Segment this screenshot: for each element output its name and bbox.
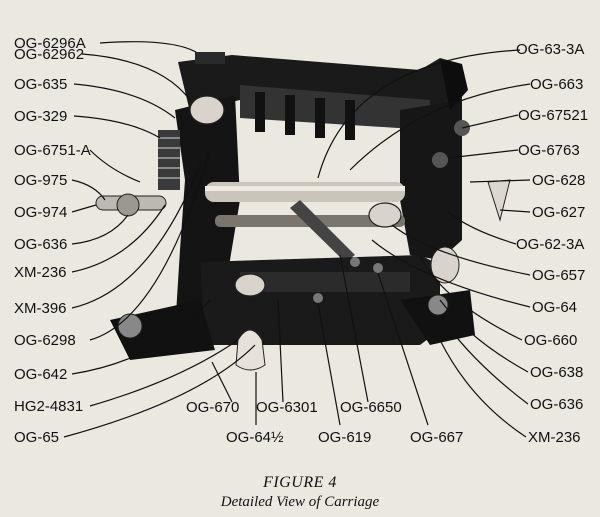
label-og-636-left: OG-636 <box>14 236 67 253</box>
carriage-illustration <box>95 52 511 371</box>
label-og-62962: OG-62962 <box>14 46 84 63</box>
label-og-6763: OG-6763 <box>518 142 580 159</box>
label-og-329: OG-329 <box>14 108 67 125</box>
label-og-635: OG-635 <box>14 76 67 93</box>
label-og-638: OG-638 <box>530 364 583 381</box>
label-og-64: OG-64 <box>532 299 577 316</box>
part-labels: OG-6296A OG-62962 OG-635 OG-329 OG-6751-… <box>14 35 588 446</box>
label-og-974: OG-974 <box>14 204 67 221</box>
label-og-65: OG-65 <box>14 429 59 446</box>
label-og-6296a: OG-6296A <box>14 35 86 52</box>
label-og-657: OG-657 <box>532 267 585 284</box>
label-og-6650: OG-6650 <box>340 399 402 416</box>
label-og-663: OG-663 <box>530 76 583 93</box>
label-og-6301: OG-6301 <box>256 399 318 416</box>
label-og-642: OG-642 <box>14 366 67 383</box>
label-og-6298: OG-6298 <box>14 332 76 349</box>
label-og-63-3a: OG-63-3A <box>516 41 584 58</box>
label-xm-396: XM-396 <box>14 300 67 317</box>
figure-title: FIGURE 4 <box>263 474 337 491</box>
label-og-975: OG-975 <box>14 172 67 189</box>
label-og-627: OG-627 <box>532 204 585 221</box>
label-xm-236-right: XM-236 <box>528 429 581 446</box>
label-og-67521: OG-67521 <box>518 107 588 124</box>
label-hg2-4831: HG2-4831 <box>14 398 83 415</box>
label-og-667: OG-667 <box>410 429 463 446</box>
label-og-62-3a: OG-62-3A <box>516 236 584 253</box>
label-og-6751-a: OG-6751-A <box>14 142 91 159</box>
figure-subtitle: Detailed View of Carriage <box>220 494 380 510</box>
label-og-64-half: OG-64½ <box>226 429 284 446</box>
label-og-619: OG-619 <box>318 429 371 446</box>
leader-lines <box>63 41 531 438</box>
label-og-636-right: OG-636 <box>530 396 583 413</box>
label-xm-236-left: XM-236 <box>14 264 67 281</box>
label-og-660: OG-660 <box>524 332 577 349</box>
label-og-670: OG-670 <box>186 399 239 416</box>
label-og-628: OG-628 <box>532 172 585 189</box>
